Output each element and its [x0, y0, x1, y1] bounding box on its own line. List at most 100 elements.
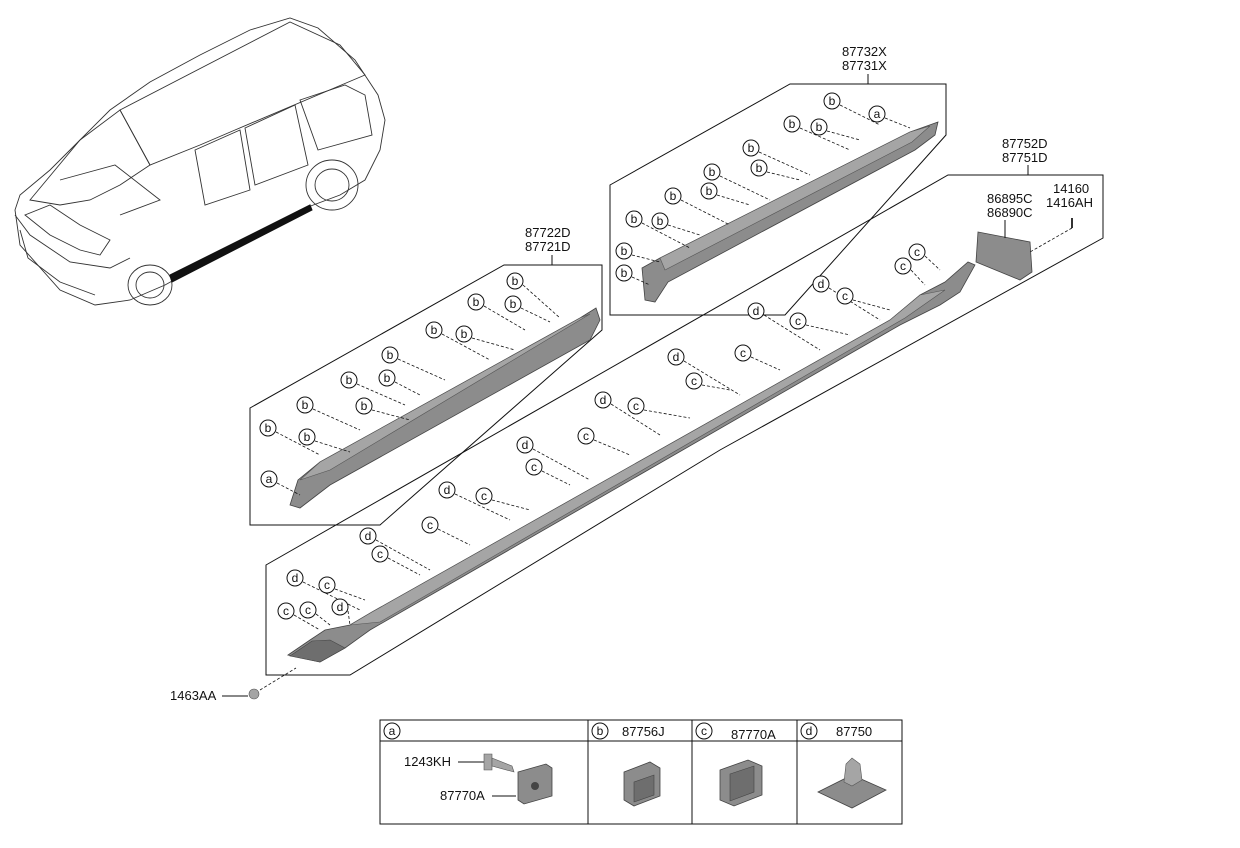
- callout-c: [789, 312, 807, 330]
- callout-c: [371, 545, 389, 563]
- callout-b-text: b: [621, 244, 628, 258]
- left-panel-frame: [249, 264, 603, 526]
- callout-d-text: d: [600, 393, 607, 407]
- callout-b-text: b: [346, 373, 353, 387]
- callout-d: [331, 598, 349, 616]
- callout-b: [783, 115, 801, 133]
- legend-part-87750: 87750: [836, 724, 872, 739]
- callout-b-text: b: [706, 184, 713, 198]
- callout-b-text: b: [387, 348, 394, 362]
- callout-b: [381, 346, 399, 364]
- callout-b-text: b: [748, 141, 755, 155]
- bolt-icon: [483, 753, 493, 771]
- callout-b-text: b: [361, 399, 368, 413]
- callout-d: [438, 481, 456, 499]
- side-moulding-left: [289, 307, 601, 509]
- callout-b-text: b: [461, 327, 468, 341]
- label-1416ah: 1416AH: [1046, 195, 1093, 210]
- svg-text:a: a: [389, 724, 396, 738]
- callout-c-text: c: [481, 489, 487, 503]
- callout-b: [298, 428, 316, 446]
- callout-b: [504, 295, 522, 313]
- clip-icon: [248, 688, 260, 700]
- callout-c-text: c: [795, 314, 801, 328]
- callout-c: [685, 372, 703, 390]
- callout-b: [259, 419, 277, 437]
- legend-part-87756j: 87756J: [622, 724, 665, 739]
- label-87752d: 87752D: [1002, 136, 1048, 151]
- callout-b: [340, 371, 358, 389]
- callout-c-text: c: [283, 604, 289, 618]
- legend-part-87770a-c: 87770A: [731, 727, 776, 742]
- clip-d-icon: [817, 774, 887, 809]
- legend-key-b: [591, 722, 609, 740]
- callout-b-text: b: [829, 94, 836, 108]
- callout-b: [455, 325, 473, 343]
- callout-a: [868, 105, 886, 123]
- mounting-bracket: [975, 231, 1033, 281]
- label-86890c: 86890C: [987, 205, 1033, 220]
- callout-b-text: b: [302, 398, 309, 412]
- callout-b: [703, 163, 721, 181]
- callout-d: [286, 569, 304, 587]
- callout-d: [359, 527, 377, 545]
- callout-d-text: d: [753, 304, 760, 318]
- callout-d: [516, 436, 534, 454]
- callout-c-text: c: [305, 603, 311, 617]
- callout-c: [525, 458, 543, 476]
- legend-key-c: [695, 722, 713, 740]
- callout-b: [700, 182, 718, 200]
- callout-b: [378, 369, 396, 387]
- callout-c: [836, 287, 854, 305]
- upper-panel-frame: [609, 83, 947, 316]
- callout-b: [615, 264, 633, 282]
- callout-c: [299, 601, 317, 619]
- callout-d: [747, 302, 765, 320]
- legend-key-a: [383, 722, 401, 740]
- callout-d-text: d: [444, 483, 451, 497]
- callout-c: [908, 243, 926, 261]
- callout-c: [475, 487, 493, 505]
- legend-part-87770a-a: 87770A: [440, 788, 485, 803]
- callout-d-text: d: [337, 600, 344, 614]
- callout-a-text: a: [874, 107, 881, 121]
- callout-c-text: c: [583, 429, 589, 443]
- callout-c-text: c: [377, 547, 383, 561]
- callout-b-text: b: [670, 189, 677, 203]
- callout-b: [296, 396, 314, 414]
- callout-b-text: b: [510, 297, 517, 311]
- callout-b: [615, 242, 633, 260]
- callout-d: [667, 348, 685, 366]
- callout-c: [577, 427, 595, 445]
- callout-d-text: d: [673, 350, 680, 364]
- svg-text:d: d: [806, 724, 813, 738]
- callout-b-text: b: [621, 266, 628, 280]
- callout-b-text: b: [265, 421, 272, 435]
- label-87751d: 87751D: [1002, 150, 1048, 165]
- callout-c-text: c: [900, 259, 906, 273]
- callout-d-text: d: [522, 438, 529, 452]
- callout-c-text: c: [914, 245, 920, 259]
- callout-b: [823, 92, 841, 110]
- callout-b: [355, 397, 373, 415]
- legend-table: a b 87756J c 87770A d 87750 1243KH 87770…: [379, 719, 903, 825]
- callout-c-text: c: [691, 374, 697, 388]
- callout-b-text: b: [304, 430, 311, 444]
- callout-d: [594, 391, 612, 409]
- callout-d: [812, 275, 830, 293]
- callout-c-text: c: [740, 346, 746, 360]
- callout-b: [742, 139, 760, 157]
- callout-b-text: b: [816, 120, 823, 134]
- callout-c-text: c: [427, 518, 433, 532]
- callout-c: [627, 397, 645, 415]
- callout-b: [664, 187, 682, 205]
- legend-part-1243kh: 1243KH: [404, 754, 451, 769]
- callout-b: [750, 159, 768, 177]
- callout-c: [734, 344, 752, 362]
- callout-d-text: d: [818, 277, 825, 291]
- callout-b: [506, 272, 524, 290]
- callout-b: [425, 321, 443, 339]
- label-87731x: 87731X: [842, 58, 887, 73]
- callout-b-text: b: [473, 295, 480, 309]
- label-14160: 14160: [1053, 181, 1089, 196]
